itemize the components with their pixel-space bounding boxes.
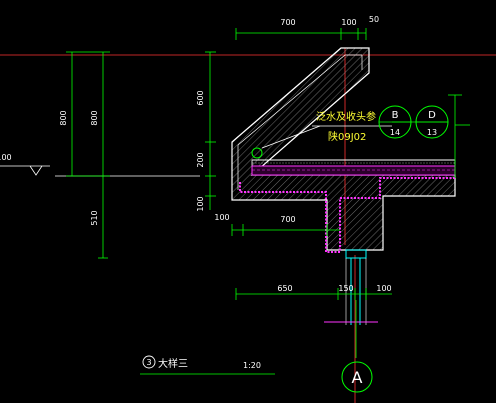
callout-d: D 13 bbox=[415, 105, 449, 139]
dim-top-100: 100 bbox=[341, 18, 356, 27]
callout-b: B 14 bbox=[378, 105, 412, 139]
roof-layers bbox=[251, 159, 456, 176]
note-line-1: 泛水及收头参 bbox=[316, 110, 376, 123]
reference-lines bbox=[0, 165, 200, 177]
callout-d-number: 13 bbox=[427, 128, 437, 137]
detail-name: 大样三 bbox=[158, 357, 188, 370]
detail-title: 3 大样三 1:20 bbox=[142, 355, 261, 370]
dim-bot-100: 100 bbox=[376, 284, 391, 293]
dim-mid-200: 200 bbox=[196, 152, 205, 167]
dimension-lines bbox=[66, 28, 470, 375]
note-line-2: 陕09J02 bbox=[328, 130, 366, 143]
waterproof-membrane bbox=[239, 147, 455, 253]
construction-lines bbox=[0, 48, 496, 403]
axis-bubble-a: A bbox=[341, 361, 373, 393]
dim-left-800-b: 800 bbox=[90, 110, 99, 125]
dim-mid-100: 100 bbox=[196, 196, 205, 211]
dim-low-700: 700 bbox=[280, 215, 295, 224]
parapet-section bbox=[231, 47, 456, 251]
dim-top-700: 700 bbox=[280, 18, 295, 27]
dim-low-100: 100 bbox=[214, 213, 229, 222]
detail-number: 3 bbox=[146, 358, 151, 367]
dim-left-800-a: 800 bbox=[59, 110, 68, 125]
callout-d-letter: D bbox=[428, 110, 436, 121]
dim-bot-650: 650 bbox=[277, 284, 292, 293]
callout-b-number: 14 bbox=[390, 128, 400, 137]
detail-scale: 1:20 bbox=[243, 361, 261, 370]
axis-label: A bbox=[352, 368, 363, 387]
dim-left-510: 510 bbox=[90, 210, 99, 225]
dim-mid-600: 600 bbox=[196, 90, 205, 105]
dim-elevation: 100 bbox=[0, 153, 12, 162]
dim-bot-150: 150 bbox=[338, 284, 353, 293]
dim-top-50: 50 bbox=[369, 15, 379, 24]
callout-b-letter: B bbox=[392, 110, 399, 121]
